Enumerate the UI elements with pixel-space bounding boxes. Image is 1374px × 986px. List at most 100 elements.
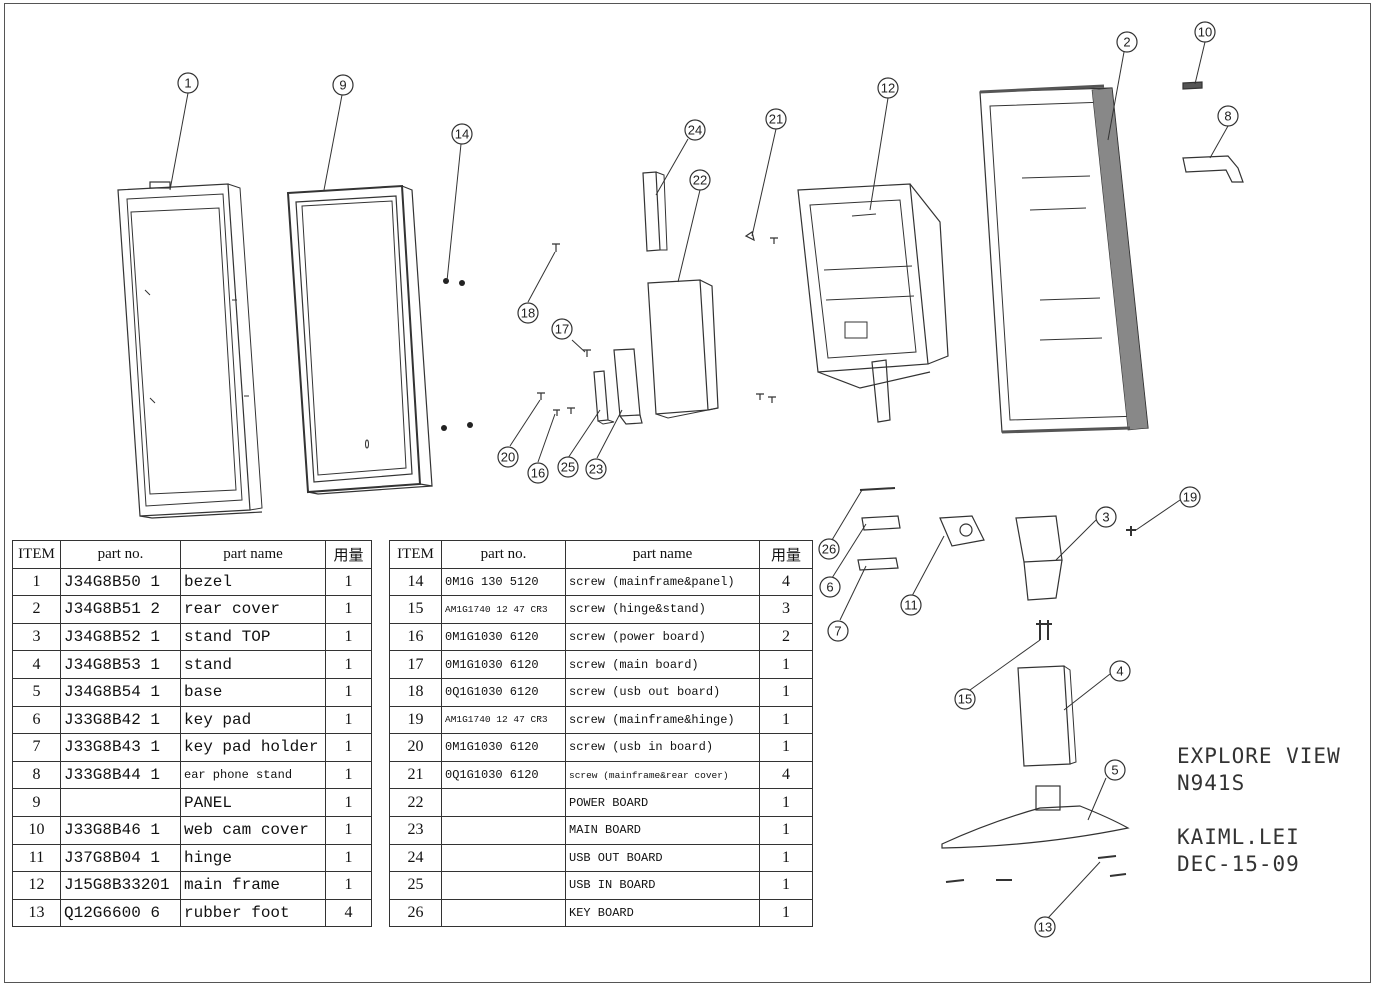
balloon-circle [954, 688, 976, 710]
bom-qty-cell: 1 [325, 567, 372, 597]
bom-item-cell: 1 [12, 567, 61, 597]
bom-part-no-cell: 0M1G1030 6120 [441, 622, 566, 652]
bom-part-name-cell: screw (power board) [565, 622, 760, 652]
bom-part-name-cell: screw (usb out board) [565, 677, 760, 707]
balloon-9: 9 [332, 74, 354, 96]
balloon-number: 13 [1038, 920, 1052, 935]
balloon-16: 16 [527, 462, 549, 484]
panel-part [286, 184, 433, 495]
bom-item-cell: 26 [389, 898, 442, 928]
bom-part-no-cell: J33G8B42 1 [60, 705, 181, 735]
bom-part-name-cell: PANEL [180, 788, 326, 817]
balloon-number: 16 [531, 466, 545, 481]
bom-item-cell: 4 [12, 650, 61, 679]
balloon-20: 20 [497, 446, 519, 468]
balloon-23: 23 [585, 458, 607, 480]
balloon-number: 4 [1116, 664, 1123, 679]
bom-part-name-cell: POWER BOARD [565, 788, 760, 817]
bom-item-cell: 16 [389, 622, 442, 652]
header-item: ITEM [389, 540, 442, 569]
bom-part-no-cell: J34G8B54 1 [60, 677, 181, 707]
base-part [941, 785, 1130, 849]
header-part-no: part no. [60, 540, 181, 569]
bom-item-cell: 23 [389, 815, 442, 845]
bom-part-no-cell: 0Q1G1030 6120 [441, 677, 566, 707]
balloon-8: 8 [1217, 105, 1239, 127]
balloon-number: 3 [1102, 510, 1109, 525]
bom-part-name-cell: screw (hinge&stand) [565, 595, 760, 624]
balloon-circle [765, 108, 787, 130]
header-qty: 用量 [325, 540, 372, 569]
title-view: EXPLORE VIEW [1177, 744, 1341, 768]
bom-qty-cell: 4 [759, 567, 813, 597]
bom-item-cell: 22 [389, 788, 442, 817]
title-date: DEC-15-09 [1177, 852, 1300, 876]
bom-part-no-cell [441, 871, 566, 900]
balloon-4: 4 [1109, 660, 1131, 682]
balloon-21: 21 [765, 108, 787, 130]
balloon-number: 20 [501, 450, 515, 465]
bom-qty-cell: 1 [325, 788, 372, 817]
balloon-number: 14 [455, 127, 469, 142]
bom-qty-cell: 1 [325, 733, 372, 762]
bom-item-cell: 3 [12, 622, 61, 652]
balloon-15: 15 [954, 688, 976, 710]
bom-part-name-cell: rubber foot [180, 898, 326, 928]
balloon-circle [689, 169, 711, 191]
ear-phone-stand-part [1182, 155, 1244, 183]
bom-qty-cell: 1 [759, 677, 813, 707]
bom-item-cell: 7 [12, 733, 61, 762]
balloon-10: 10 [1194, 21, 1216, 43]
bom-qty-cell: 2 [759, 622, 813, 652]
bom-qty-cell: 1 [759, 733, 813, 762]
usb-in-board-part [593, 370, 615, 425]
bom-part-no-cell: 0M1G1030 6120 [441, 650, 566, 679]
screws-14 [441, 278, 473, 431]
balloon-circle [1095, 506, 1117, 528]
balloon-circle [557, 456, 579, 478]
bom-part-no-cell: J34G8B51 2 [60, 595, 181, 624]
bom-part-no-cell: J33G8B44 1 [60, 760, 181, 790]
balloon-circle [585, 458, 607, 480]
balloon-circle [819, 576, 841, 598]
balloon-circle [451, 123, 473, 145]
header-qty: 用量 [759, 540, 813, 569]
bom-part-name-cell: KEY BOARD [565, 898, 760, 928]
bom-qty-cell: 1 [325, 705, 372, 735]
bom-part-no-cell [441, 815, 566, 845]
bom-part-no-cell: 0M1G1030 6120 [441, 733, 566, 762]
balloon-number: 1 [184, 76, 191, 91]
bom-part-name-cell: screw (mainframe&rear cover) [565, 760, 760, 790]
bom-item-cell: 2 [12, 595, 61, 624]
balloon-number: 24 [688, 123, 702, 138]
balloon-circle [497, 446, 519, 468]
bom-qty-cell: 4 [759, 760, 813, 790]
balloon-13: 13 [1034, 916, 1056, 938]
bom-qty-cell: 1 [325, 815, 372, 845]
bom-part-name-cell: key pad [180, 705, 326, 735]
bom-item-cell: 19 [389, 705, 442, 735]
bom-qty-cell: 1 [325, 760, 372, 790]
balloon-22: 22 [689, 169, 711, 191]
bom-qty-cell: 1 [759, 650, 813, 679]
key-pad-part [861, 515, 901, 531]
balloon-circle [1179, 486, 1201, 508]
bom-qty-cell: 4 [325, 898, 372, 928]
header-part-name: part name [180, 540, 326, 569]
bom-item-cell: 8 [12, 760, 61, 790]
balloon-12: 12 [877, 77, 899, 99]
balloon-circle [332, 74, 354, 96]
bom-part-no-cell: J34G8B50 1 [60, 567, 181, 597]
balloon-number: 8 [1224, 109, 1231, 124]
balloon-6: 6 [819, 576, 841, 598]
balloon-11: 11 [900, 594, 922, 616]
